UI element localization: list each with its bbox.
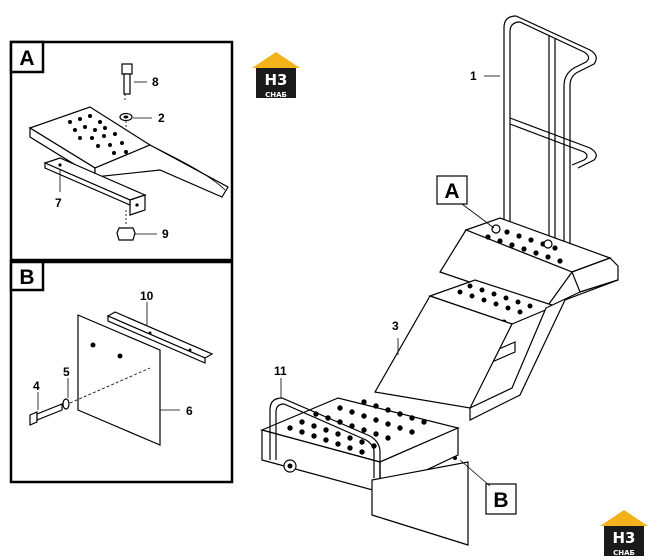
part-number-11: 11 — [274, 364, 287, 378]
bracket-drawing — [43, 157, 147, 216]
logo-top-name: СНАБ — [265, 91, 287, 99]
callout-b-box — [485, 483, 517, 515]
detail-a-label: A — [19, 47, 34, 70]
main-mud-flap-drawing — [371, 461, 469, 546]
logo-bottom-mark: H3 — [613, 529, 636, 547]
detail-b-panel: B 10 6 4 5 — [9, 260, 234, 484]
detail-a-label-box — [9, 40, 45, 74]
part-number-5: 5 — [63, 365, 70, 379]
handrail-drawing — [503, 15, 597, 270]
bottom-step-holes — [287, 399, 427, 455]
logo-top: H3 СНАБ — [252, 52, 300, 99]
step-plate-drawing — [28, 106, 229, 198]
part-number-4: 4 — [33, 379, 40, 393]
part-number-1: 1 — [470, 69, 477, 83]
logo-bottom-name: СНАБ — [613, 549, 635, 557]
detail-a-panel: A 8 2 — [9, 40, 234, 262]
bolt-drawing-b — [29, 411, 38, 426]
mud-flap-drawing — [77, 314, 161, 446]
part-number-10: 10 — [140, 289, 154, 303]
detail-b-label-box — [9, 260, 45, 292]
part-number-8: 8 — [152, 75, 159, 89]
top-platform-holes — [485, 225, 563, 264]
callout-b-label: B — [493, 489, 508, 512]
nut-drawing — [116, 227, 136, 241]
step-assembly-drawing: 1 — [260, 15, 619, 546]
callout-a-box — [436, 175, 468, 205]
logo-top-mark: H3 — [265, 71, 288, 89]
callout-a-label: A — [444, 180, 459, 203]
part-number-7: 7 — [55, 196, 62, 210]
part-number-6: 6 — [186, 404, 193, 418]
bolt-drawing — [121, 63, 133, 100]
detail-b-label: B — [19, 266, 34, 289]
logo-bottom: H3 СНАБ — [600, 510, 648, 557]
washer-drawing-b — [62, 398, 70, 410]
part-number-9: 9 — [162, 227, 169, 241]
part-number-3: 3 — [392, 319, 399, 333]
part-number-2: 2 — [158, 111, 165, 125]
